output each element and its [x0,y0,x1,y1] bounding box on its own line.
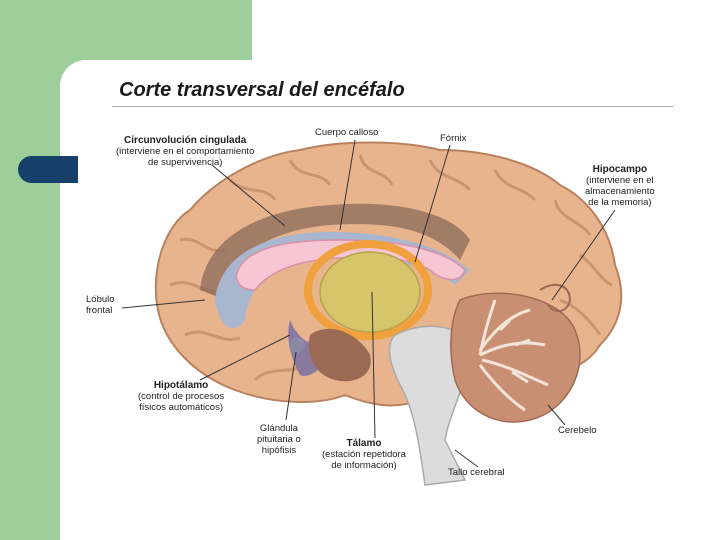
label-fornix: Fórnix [440,133,466,144]
label-desc-line1: (control de procesos [138,391,224,402]
label-name: Tallo cerebral [448,467,505,478]
label-desc-line1: (interviene en el comportamiento [116,146,254,157]
label-cerebelo: Cerebelo [558,425,597,436]
label-hipocampo: Hipocampo (interviene en el almacenamien… [585,164,655,208]
label-circunvolucion-cingulada: Circunvolución cingulada (interviene en … [116,135,254,168]
label-name: Circunvolución cingulada [116,135,254,146]
label-lobulo-frontal: Lóbulo frontal [86,294,115,316]
label-name: Tálamo [322,438,406,449]
label-desc-line2: almacenamiento [585,186,655,197]
label-desc-line1: (estación repetidora [322,449,406,460]
pituitary-shape [289,337,305,353]
label-line3: hipófisis [257,445,301,456]
label-tallo-cerebral: Tallo cerebral [448,467,505,478]
label-line2: pituitaria o [257,434,301,445]
label-line1: Glándula [257,423,301,434]
label-desc-line2: de información) [322,460,406,471]
label-hipotalamo: Hipotálamo (control de procesos físicos … [138,380,224,413]
label-name: Fórnix [440,133,466,144]
label-name: Cuerpo calloso [315,127,378,138]
thalamus-shape [320,252,420,332]
label-desc-line2: físicos automáticos) [138,402,224,413]
label-desc-line2: de supervivencia) [116,157,254,168]
label-line1: Lóbulo [86,294,115,305]
label-glandula-pituitaria: Glándula pituitaria o hipófisis [257,423,301,456]
label-talamo: Tálamo (estación repetidora de informaci… [322,438,406,471]
label-line2: frontal [86,305,115,316]
label-desc-line1: (interviene en el [585,175,655,186]
label-name: Cerebelo [558,425,597,436]
label-name: Hipotálamo [138,380,224,391]
label-desc-line3: de la memoria) [585,197,655,208]
label-cuerpo-calloso: Cuerpo calloso [315,127,378,138]
label-name: Hipocampo [585,164,655,175]
